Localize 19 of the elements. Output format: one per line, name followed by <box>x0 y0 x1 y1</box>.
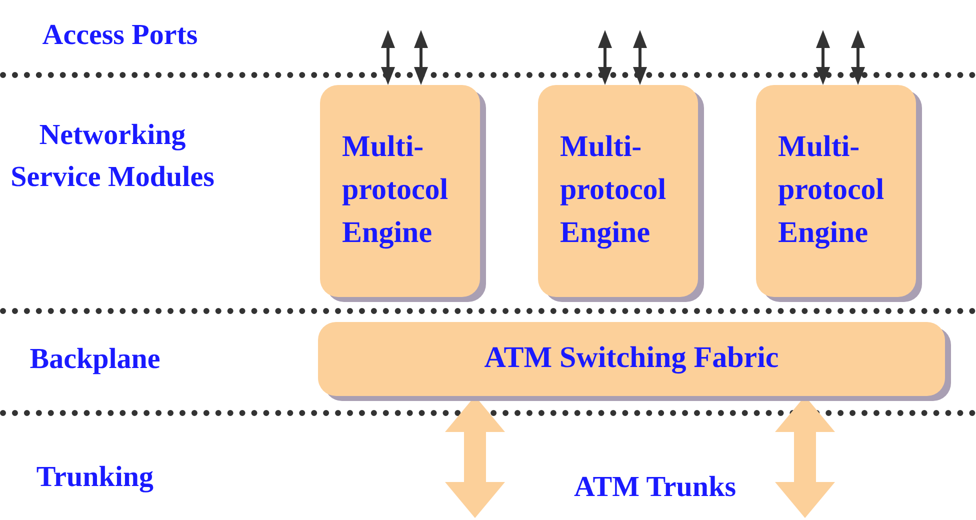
double-arrow <box>633 30 647 85</box>
double-arrow <box>816 30 830 85</box>
layer-label: Trunking <box>35 460 155 495</box>
double-arrow <box>414 30 428 85</box>
double-arrow <box>381 30 395 85</box>
double-arrow <box>598 30 612 85</box>
layer-label: Networking Service Modules <box>10 118 215 195</box>
backplane-bar <box>318 322 945 396</box>
trunk-label: ATM Trunks <box>573 470 737 505</box>
layer-label: Access Ports <box>41 18 199 53</box>
module-box <box>756 85 916 297</box>
node-label: Multi-protocol Engine <box>560 129 668 251</box>
module-box <box>320 85 480 297</box>
node-label: ATM Switching Fabric <box>483 340 780 376</box>
node-label: Multi-protocol Engine <box>342 129 450 251</box>
double-arrow <box>851 30 865 85</box>
module-box <box>538 85 698 297</box>
layer-label: Backplane <box>28 342 162 377</box>
node-label: Multi-protocol Engine <box>778 129 886 251</box>
